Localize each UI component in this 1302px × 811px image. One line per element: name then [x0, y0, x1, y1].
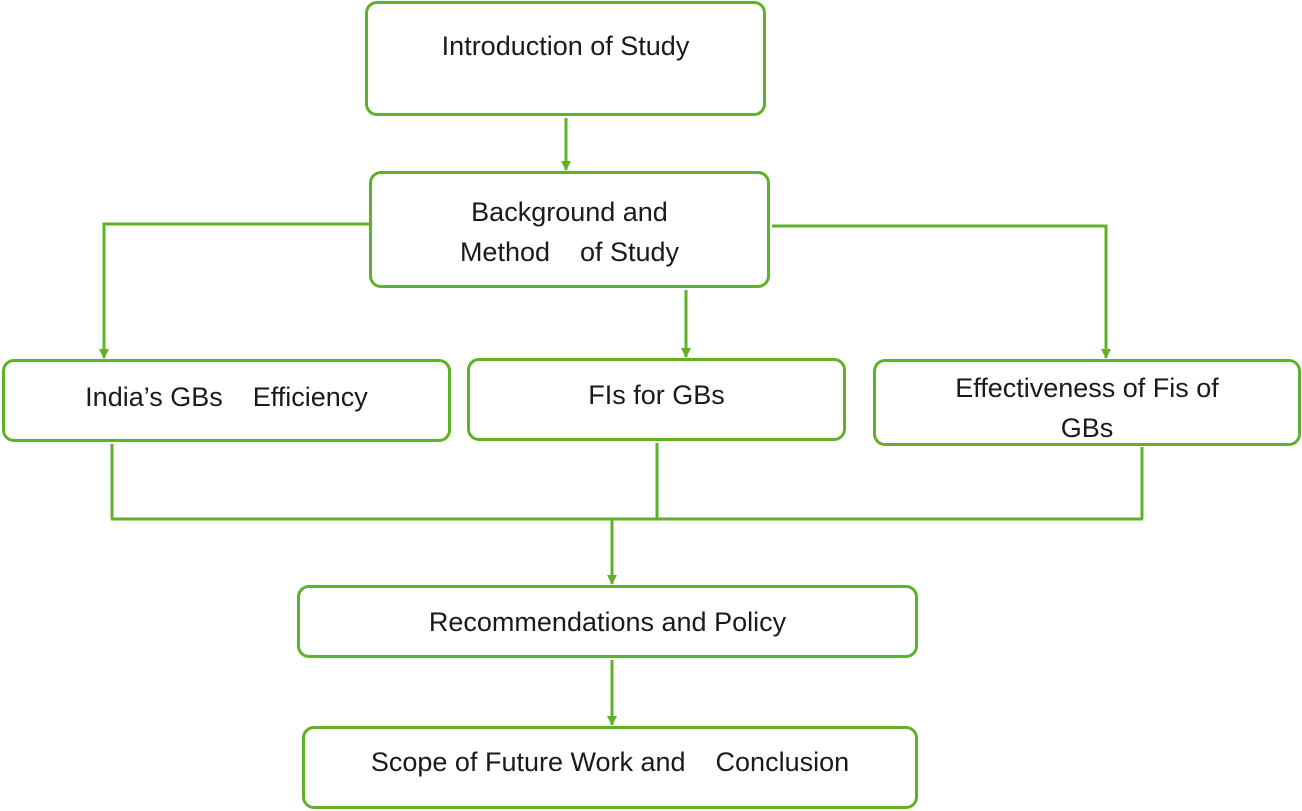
node-fis-for-gbs: FIs for GBs [467, 358, 846, 441]
node-introduction-of-study: Introduction of Study [365, 1, 766, 116]
arrow-background-to-effectiveness [772, 224, 1111, 359]
arrow-background-to-india [99, 222, 369, 359]
node-india-gbs-efficiency: India’s GBs Efficiency [2, 359, 451, 442]
node-background-and-method: Background and Method of Study [369, 171, 770, 288]
node-recommendations-and-policy: Recommendations and Policy [297, 585, 918, 658]
node-effectiveness-of-fis: Effectiveness of Fis of GBs [873, 359, 1301, 446]
node-scope-and-conclusion: Scope of Future Work and Conclusion [302, 726, 918, 809]
